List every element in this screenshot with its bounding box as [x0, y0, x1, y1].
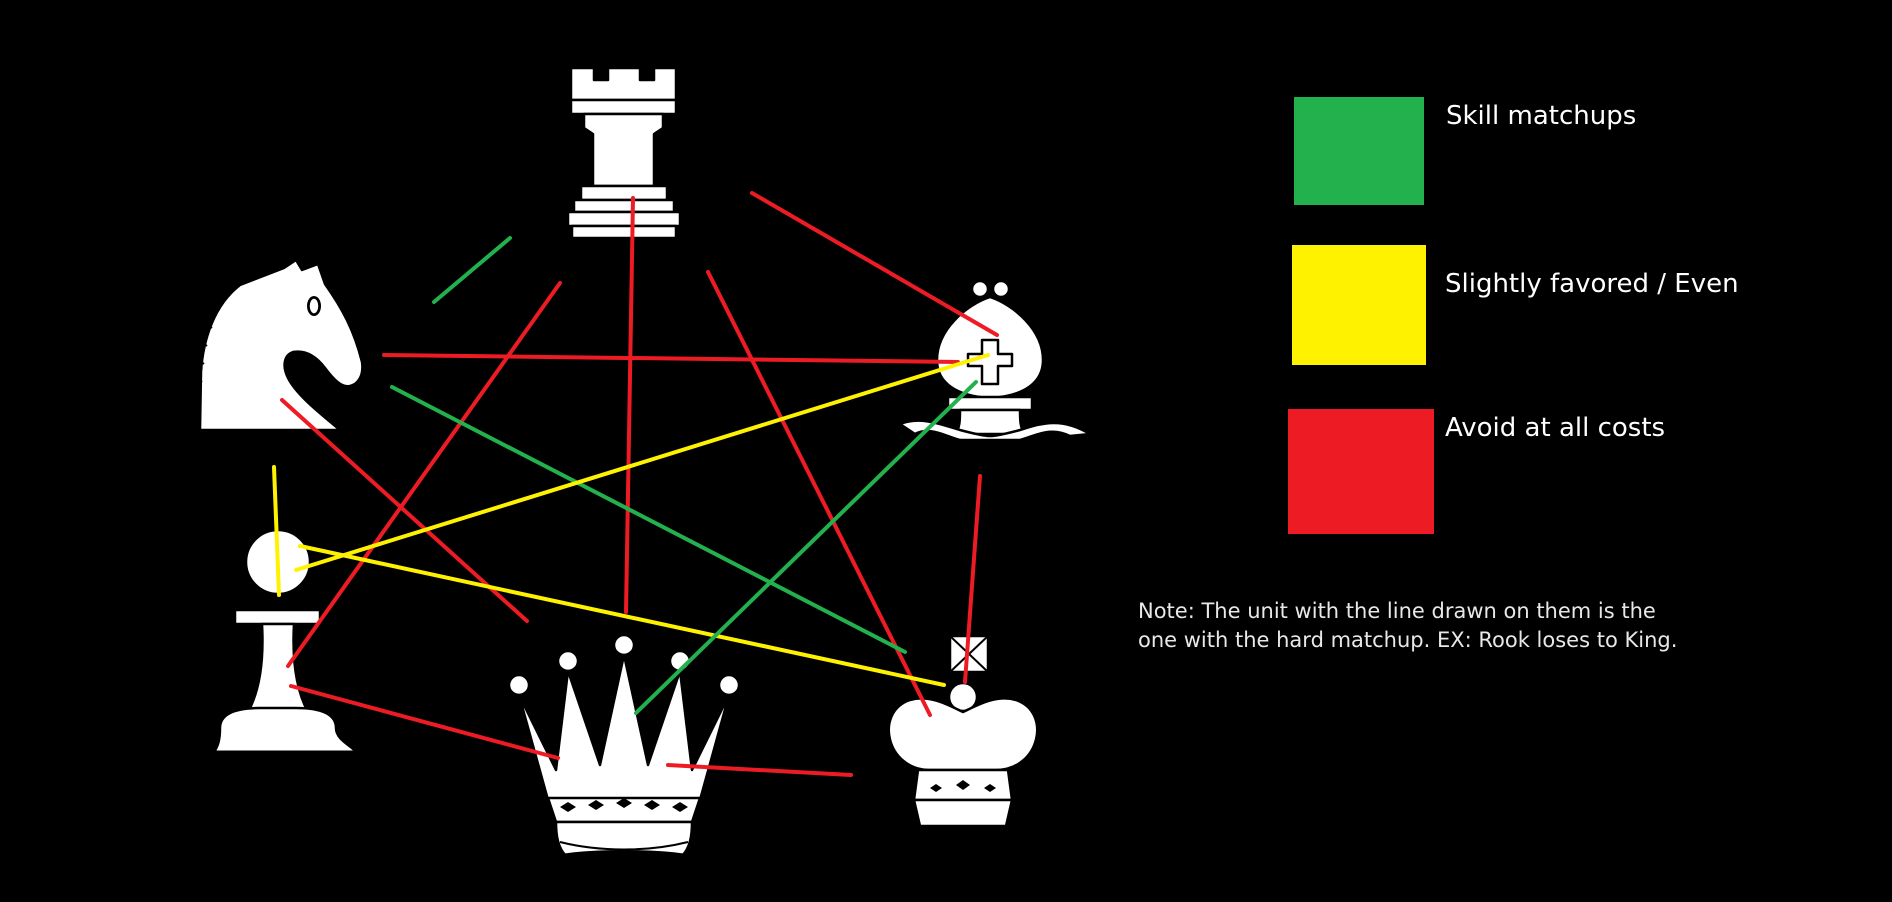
legend-swatch-avoid — [1288, 409, 1434, 534]
chess-knight-icon — [191, 258, 364, 432]
knight-king-line — [390, 385, 907, 654]
knight-bishop-line — [382, 353, 960, 364]
chess-bishop-icon — [898, 279, 1092, 442]
note-text: Note: The unit with the line drawn on th… — [1138, 599, 1678, 652]
bishop-king-line — [963, 474, 982, 684]
queen-king-line — [666, 763, 853, 777]
queen-bishop-line — [634, 380, 978, 715]
chess-rook-icon — [566, 66, 682, 240]
knight-pawn-line — [272, 465, 281, 597]
pawn-queen-line — [289, 684, 560, 760]
rook-king-line — [706, 270, 932, 717]
legend-swatch-skill — [1294, 97, 1424, 205]
rook-pawn-line — [286, 281, 562, 668]
knight-rook-line — [432, 236, 512, 304]
legend-label-even: Slightly favored / Even — [1445, 269, 1739, 299]
legend-label-avoid: Avoid at all costs — [1445, 413, 1666, 443]
legend-label-skill: Skill matchups — [1446, 101, 1637, 131]
chess-king-icon — [887, 634, 1039, 828]
pawn-bishop-line — [294, 353, 990, 572]
pawn-king-line — [298, 544, 946, 687]
legend-swatch-even — [1292, 245, 1426, 365]
rook-bishop-line — [750, 191, 999, 337]
rook-queen-line — [624, 196, 635, 614]
